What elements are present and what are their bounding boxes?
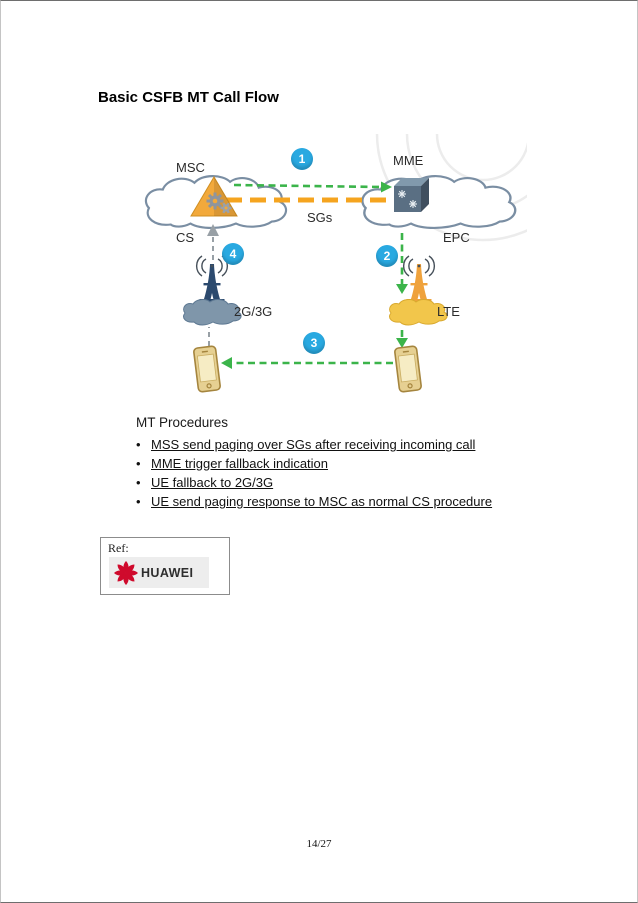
procedures-heading: MT Procedures: [136, 415, 229, 430]
step-1-badge: 1: [291, 148, 313, 170]
ue-phone-right-icon: [394, 345, 422, 393]
mme-node-icon: [394, 178, 429, 212]
bullet-icon: [136, 475, 151, 491]
bullet-icon: [136, 456, 151, 472]
huawei-wordmark: HUAWEI: [141, 565, 194, 580]
mme-label: MME: [393, 153, 424, 168]
reference-box: Ref: HUAWEI: [100, 537, 230, 595]
page-number: 14/27: [306, 838, 332, 850]
ue-phone-left-icon: [193, 345, 221, 393]
procedure-item: MME trigger fallback indication: [136, 456, 556, 472]
procedure-item: MSS send paging over SGs after receiving…: [136, 437, 556, 453]
epc-domain-label: EPC: [443, 230, 470, 245]
step1-arrow: [233, 181, 392, 193]
step-3-badge: 3: [303, 332, 325, 354]
step-4-badge: 4: [222, 243, 244, 265]
msc-node-icon: [190, 176, 238, 217]
step4-arrow: [207, 224, 219, 346]
procedures-section: MT Procedures MSS send paging over SGs a…: [136, 415, 556, 513]
bullet-icon: [136, 437, 151, 453]
radio-waves-lte-icon: [403, 255, 435, 277]
lte-label: LTE: [437, 304, 460, 319]
procedure-item: UE send paging response to MSC as normal…: [136, 494, 556, 510]
huawei-flower-icon: [114, 560, 138, 585]
reference-label: Ref:: [108, 541, 129, 555]
cloud-base-2g3g: [183, 299, 242, 326]
procedure-item: UE fallback to 2G/3G: [136, 475, 556, 491]
step2-arrow: [396, 233, 408, 348]
page-title: Basic CSFB MT Call Flow: [98, 89, 279, 106]
cs-domain-label: CS: [176, 230, 195, 245]
procedures-list: MSS send paging over SGs after receiving…: [136, 437, 556, 510]
csfb-diagram: MSC MME CS SGs EPC 2G/3G LTE 1 2 3 4: [131, 134, 527, 406]
bullet-icon: [136, 494, 151, 510]
step-2-badge: 2: [376, 245, 398, 267]
2g3g-label: 2G/3G: [234, 304, 273, 319]
huawei-logo: HUAWEI: [109, 557, 209, 588]
sgs-interface-label: SGs: [307, 210, 333, 225]
radio-waves-2g3g-icon: [196, 255, 228, 277]
step3-arrow: [221, 357, 393, 369]
diagram-canvas: [144, 134, 527, 393]
cloud-base-lte: [389, 299, 448, 326]
msc-label: MSC: [176, 160, 205, 175]
